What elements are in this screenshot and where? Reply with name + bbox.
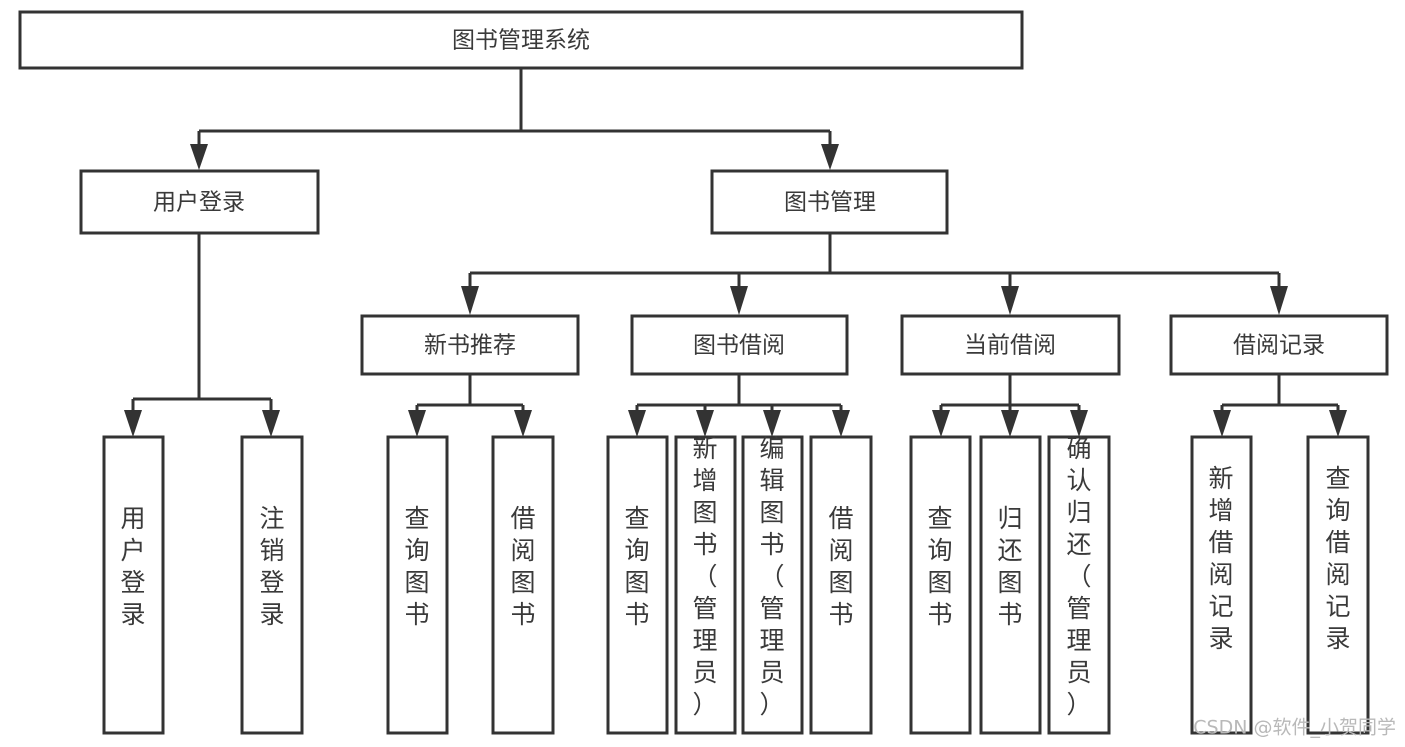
node-label: 图书借阅 (693, 333, 785, 359)
arrow-head-icon (461, 286, 479, 315)
node-user-login[interactable]: 用户登录 (79, 169, 320, 235)
node-box[interactable] (1190, 435, 1253, 735)
connector-borrowrecord-to-leaves (1213, 374, 1347, 437)
connector-bookborrow-to-leaves (628, 374, 850, 437)
node-label: 归还图书 (997, 504, 1022, 629)
arrow-head-icon (1001, 410, 1019, 437)
node-label: 查询图书 (404, 504, 429, 629)
arrow-head-icon (1213, 410, 1231, 437)
node-box[interactable] (710, 169, 949, 235)
arrow-head-icon (408, 410, 426, 437)
node-label: 用户登录 (153, 190, 245, 216)
node-box[interactable] (240, 435, 304, 735)
arrow-head-icon (730, 286, 748, 315)
node-box[interactable] (491, 435, 555, 735)
leaf-node-bookborrow-add[interactable]: 新增图书（管理员） (674, 434, 737, 735)
node-box[interactable] (102, 435, 165, 735)
node-box[interactable] (386, 435, 449, 735)
arrow-head-icon (514, 410, 532, 437)
node-box[interactable] (674, 435, 737, 735)
node-box[interactable] (606, 435, 669, 735)
node-label: 查询图书 (624, 504, 649, 629)
node-book-borrow[interactable]: 图书借阅 (630, 314, 849, 376)
connector-root-to-level2 (190, 68, 839, 170)
node-label: 新书推荐 (424, 333, 516, 359)
node-box[interactable] (1306, 435, 1370, 735)
node-box[interactable] (741, 435, 804, 735)
arrow-head-icon (696, 410, 714, 437)
node-box[interactable] (360, 314, 580, 376)
node-root-system[interactable]: 图书管理系统 (18, 10, 1024, 70)
node-label: 新增图书（管理员） (692, 434, 717, 719)
node-label: 借阅记录 (1233, 333, 1325, 359)
connector-currentborrow-to-leaves (932, 374, 1088, 437)
arrow-head-icon (190, 144, 208, 170)
arrow-head-icon (1270, 286, 1288, 315)
node-label: 借阅图书 (828, 504, 853, 629)
node-label: 借阅图书 (510, 504, 535, 629)
leaf-node-bookborrow-borrow[interactable]: 借阅图书 (809, 435, 873, 735)
node-box[interactable] (18, 10, 1024, 70)
leaf-node-borrowrecord-query[interactable]: 查询借阅记录 (1306, 435, 1370, 735)
arrow-head-icon (628, 410, 646, 437)
node-box[interactable] (809, 435, 873, 735)
node-label: 图书管理系统 (452, 28, 590, 54)
arrow-head-icon (763, 410, 781, 437)
arrow-head-icon (124, 410, 142, 437)
node-label: 查询图书 (927, 504, 952, 629)
csdn-watermark: CSDN @软件_小贺同学 (1193, 717, 1396, 739)
node-label: 图书管理 (784, 190, 876, 216)
connector-userlogin-to-leaves (124, 233, 280, 437)
arrow-head-icon (832, 410, 850, 437)
arrow-head-icon (932, 410, 950, 437)
node-borrow-record[interactable]: 借阅记录 (1169, 314, 1389, 376)
leaf-node-newbook-borrow[interactable]: 借阅图书 (491, 435, 555, 735)
node-current-borrow[interactable]: 当前借阅 (900, 314, 1121, 376)
arrow-head-icon (1001, 286, 1019, 315)
node-box[interactable] (630, 314, 849, 376)
node-box[interactable] (79, 169, 320, 235)
node-box[interactable] (979, 435, 1042, 735)
node-new-book-recommend[interactable]: 新书推荐 (360, 314, 580, 376)
connector-newbook-to-leaves (408, 374, 532, 437)
connector-bookmgmt-to-level3 (461, 233, 1288, 315)
node-label: 编辑图书（管理员） (759, 434, 784, 719)
leaf-node-user-login-login[interactable]: 用户登录 (102, 435, 165, 735)
leaf-node-bookborrow-edit[interactable]: 编辑图书（管理员） (741, 434, 804, 735)
arrow-head-icon (1070, 410, 1088, 437)
node-label: 注销登录 (259, 504, 284, 629)
leaf-node-currentborrow-query[interactable]: 查询图书 (909, 435, 972, 735)
node-box[interactable] (909, 435, 972, 735)
arrow-head-icon (1329, 410, 1347, 437)
leaf-node-currentborrow-return[interactable]: 归还图书 (979, 435, 1042, 735)
arrow-head-icon (821, 144, 839, 170)
leaf-node-newbook-query[interactable]: 查询图书 (386, 435, 449, 735)
leaf-node-user-login-logout[interactable]: 注销登录 (240, 435, 304, 735)
node-label: 当前借阅 (964, 333, 1056, 359)
node-book-management[interactable]: 图书管理 (710, 169, 949, 235)
node-label: 确认归还（管理员） (1066, 434, 1091, 719)
leaf-node-borrowrecord-add[interactable]: 新增借阅记录 (1190, 435, 1253, 735)
node-box[interactable] (1047, 435, 1111, 735)
leaf-node-currentborrow-confirm[interactable]: 确认归还（管理员） (1047, 434, 1111, 735)
node-label: 用户登录 (120, 504, 145, 629)
node-label: 查询借阅记录 (1325, 464, 1350, 653)
node-box[interactable] (900, 314, 1121, 376)
node-box[interactable] (1169, 314, 1389, 376)
leaf-node-bookborrow-query[interactable]: 查询图书 (606, 435, 669, 735)
node-label: 新增借阅记录 (1208, 464, 1233, 653)
arrow-head-icon (262, 410, 280, 437)
